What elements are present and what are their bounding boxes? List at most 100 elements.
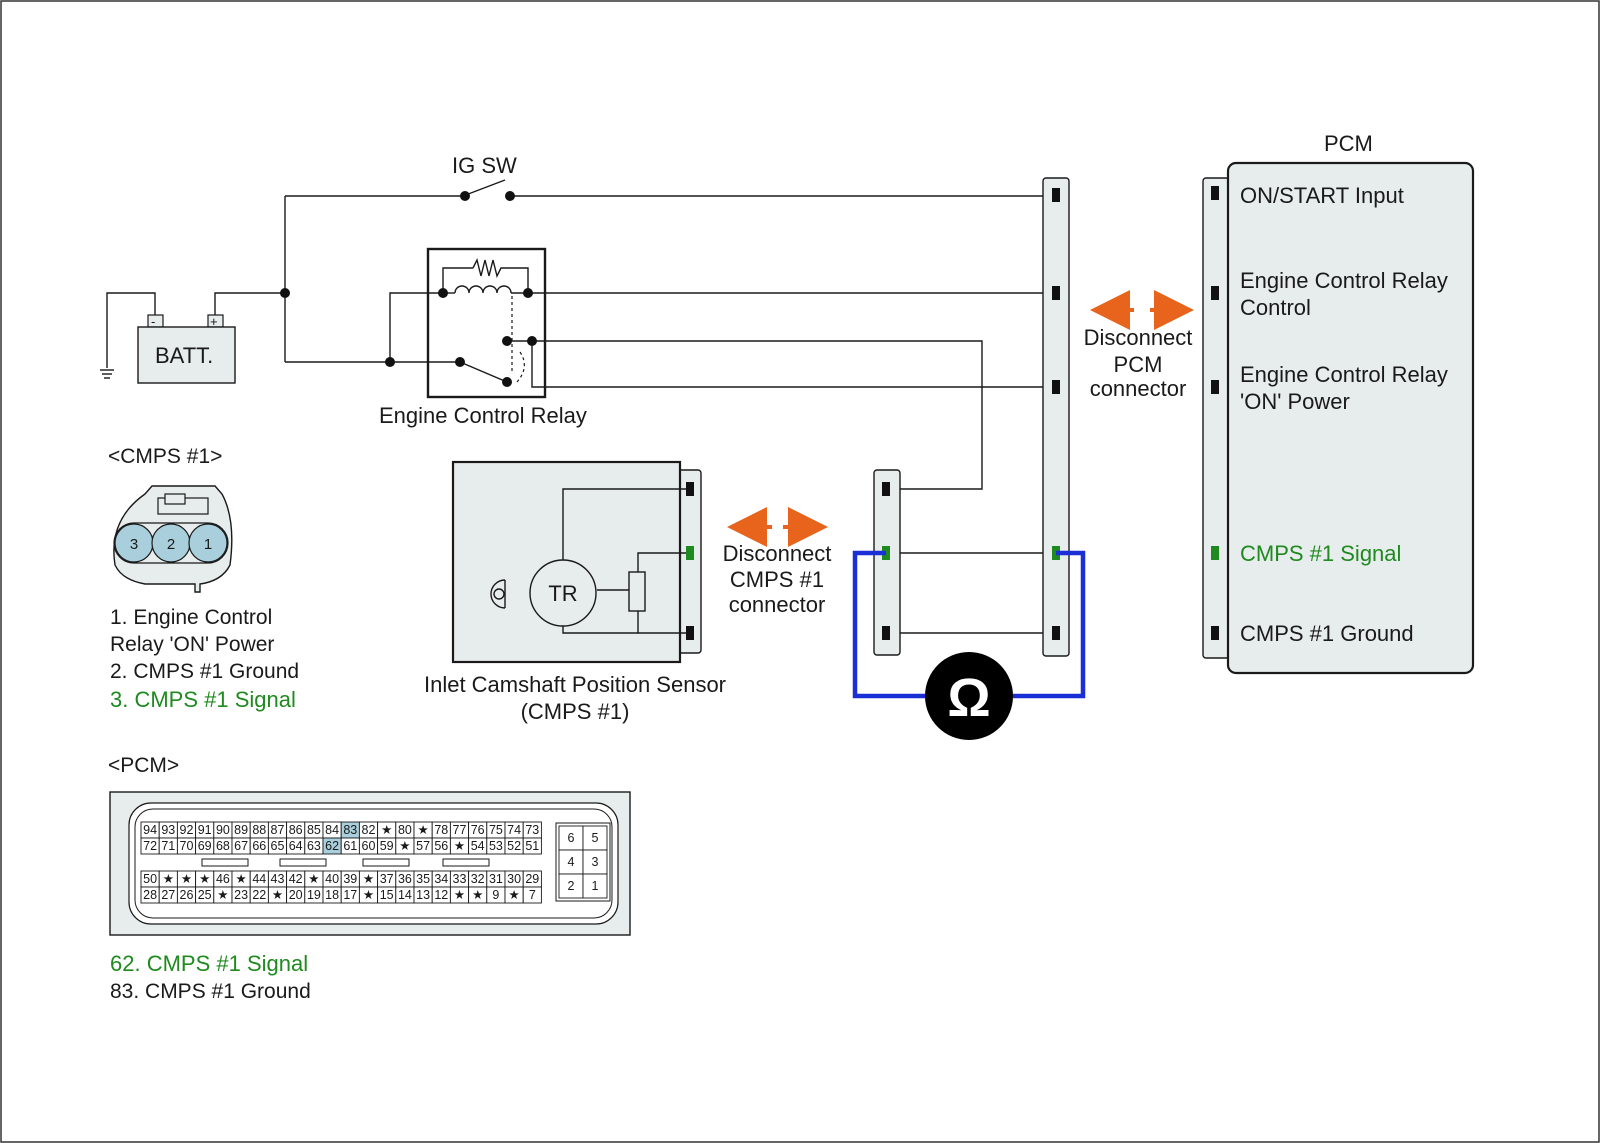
pcm-pin-label: 39: [343, 872, 357, 886]
disconnect-pcm-line1: Disconnect: [1084, 325, 1193, 350]
pcm-pin-label: 43: [271, 872, 285, 886]
pcm-pin-label: ★: [508, 888, 519, 902]
pcm-pin-label: 64: [289, 839, 303, 853]
pcm-pin-label: 32: [471, 872, 485, 886]
pcm-pin-label: 28: [143, 888, 157, 902]
pcm-pin-label: 17: [343, 888, 357, 902]
pcm-pin-label: 29: [525, 872, 539, 886]
pcm-pin-cmps-signal: CMPS #1 Signal: [1240, 541, 1401, 566]
pcm-box: [1226, 161, 1475, 675]
pcm-connector-title: <PCM>: [108, 754, 179, 777]
pcm-connector-keys: [201, 858, 490, 867]
pcm-pin-label: ★: [454, 839, 465, 853]
pcm-pin-label: 56: [434, 839, 448, 853]
pcm-pin-label: 57: [416, 839, 430, 853]
pcm-pin-label: 51: [525, 839, 539, 853]
pcm-pin-label: 61: [343, 839, 357, 853]
cmps-legend-4: 3. CMPS #1 Signal: [110, 687, 296, 712]
ohmmeter: [925, 652, 1013, 740]
pcm-aux-pin-label: 6: [568, 831, 575, 845]
pcm-pin-label: 34: [434, 872, 448, 886]
pcm-pin-label: 15: [380, 888, 394, 902]
pcm-pin-label: 73: [525, 823, 539, 837]
pcm-pin-label: 84: [325, 823, 339, 837]
pcm-aux-pin-cell: [582, 849, 608, 875]
pcm-connector-strip: [1202, 177, 1230, 659]
cmps-pin-2: 2: [167, 536, 175, 553]
ohmmeter-leads: [852, 550, 1086, 699]
pcm-pin-cell: [522, 837, 542, 855]
pcm-pin-label: 62: [325, 839, 339, 853]
pcm-pin-label: 9: [492, 888, 499, 902]
inlet-camshaft-sensor: TR: [451, 460, 702, 664]
pcm-pin-label: 46: [216, 872, 230, 886]
pcm-pin-label: 92: [180, 823, 194, 837]
disconnect-pcm-line2: PCM: [1114, 352, 1163, 377]
pcm-pin-label: 30: [507, 872, 521, 886]
pcm-pin-label: ★: [363, 872, 374, 886]
pcm-pin-label: 65: [271, 839, 285, 853]
pcm-pin-label: ★: [472, 888, 483, 902]
pcm-pin-ecr-on-2: 'ON' Power: [1240, 389, 1350, 414]
pcm-harness-connector: [1042, 177, 1070, 657]
pcm-pin-label: 63: [307, 839, 321, 853]
pcm-pin-label: 14: [398, 888, 412, 902]
battery-label: BATT.: [155, 343, 213, 368]
pcm-pin-label: 19: [307, 888, 321, 902]
pcm-aux-pin-cell: [558, 873, 584, 899]
pcm-pin-on-start: ON/START Input: [1240, 183, 1404, 208]
pcm-pin-label: ★: [454, 888, 465, 902]
pcm-pin-label: 31: [489, 872, 503, 886]
pcm-pin-label: 89: [234, 823, 248, 837]
pcm-title: PCM: [1324, 131, 1373, 156]
pcm-pin-label: 87: [271, 823, 285, 837]
pcm-pin-label: 78: [434, 823, 448, 837]
ohm-symbol: Ω: [947, 668, 990, 728]
pcm-pin-label: 37: [380, 872, 394, 886]
pcm-pin-label: ★: [399, 839, 410, 853]
harness-pin-ecr-on: [1052, 380, 1060, 394]
disconnect-cmps-line1: Disconnect: [723, 541, 832, 566]
cmps-pin-1: 1: [204, 536, 212, 553]
circuit-wires: [100, 179, 1055, 634]
pcm-pin-label: 12: [434, 888, 448, 902]
pcm-pin-label: ★: [199, 872, 210, 886]
sensor-label-line1: Inlet Camshaft Position Sensor: [424, 672, 726, 697]
pcm-pin-label: 50: [143, 872, 157, 886]
cmps-connector-title: <CMPS #1>: [108, 445, 222, 468]
pcm-aux-pin-label: 5: [592, 831, 599, 845]
pcm-pin-label: 40: [325, 872, 339, 886]
pcm-pin-label: ★: [272, 888, 283, 902]
sensor-label-line2: (CMPS #1): [521, 699, 630, 724]
pcm-pin-label: 72: [143, 839, 157, 853]
pcm-pin-label: ★: [363, 888, 374, 902]
pcm-pin-label: 59: [380, 839, 394, 853]
cmps-legend-2: Relay 'ON' Power: [110, 633, 274, 656]
disconnect-cmps-line3: connector: [729, 592, 826, 617]
pcm-aux-pin-label: 4: [568, 855, 575, 869]
pcm-pin-label: 23: [234, 888, 248, 902]
cmps-connector-face: 3 2 1: [113, 485, 233, 593]
harness-pin-ecr-control: [1052, 286, 1060, 300]
pcm-pin-label: 60: [362, 839, 376, 853]
cmps-legend-1: 1. Engine Control: [110, 606, 272, 629]
pcm-pin-label: 52: [507, 839, 521, 853]
pcm-aux-pin-label: 3: [592, 855, 599, 869]
pcm-pin-label: 42: [289, 872, 303, 886]
pcm-pin-label: 66: [252, 839, 266, 853]
harness-pin-on-start: [1052, 188, 1060, 202]
pcm-pin-label: 70: [180, 839, 194, 853]
pcm-pin-label: 91: [198, 823, 212, 837]
pcm-pin-label: 25: [198, 888, 212, 902]
pcm-pin-label: 94: [143, 823, 157, 837]
pcm-pin-label: ★: [235, 872, 246, 886]
pcm-pin-label: 69: [198, 839, 212, 853]
cmps-legend-3: 2. CMPS #1 Ground: [110, 660, 299, 683]
pcm-pin-label: 35: [416, 872, 430, 886]
pcm-pin-ecr-control-2: Control: [1240, 295, 1311, 320]
pcm-aux-pin-label: 1: [592, 879, 599, 893]
pcm-pin-label: 68: [216, 839, 230, 853]
